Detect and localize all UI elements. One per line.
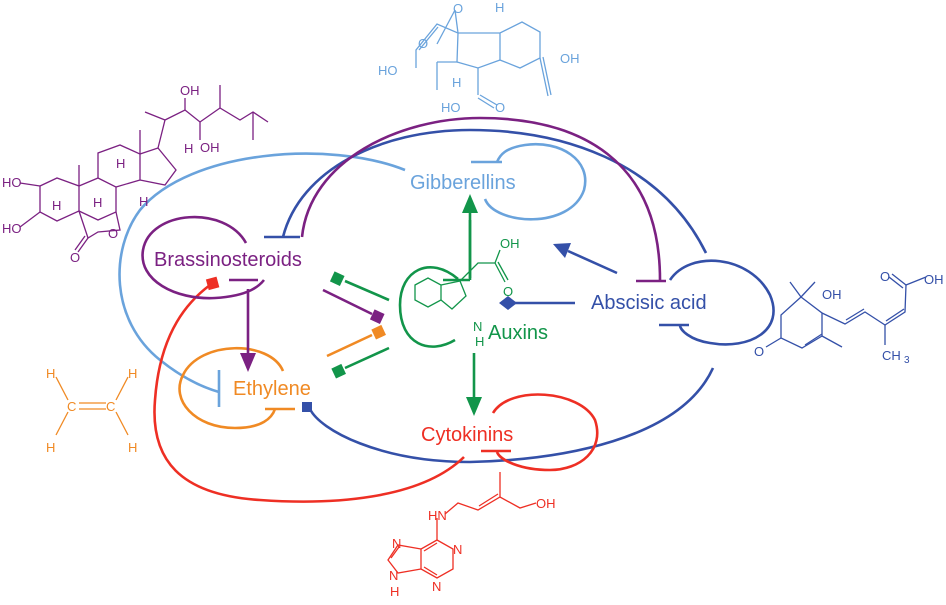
auxin-atom: H: [475, 334, 484, 349]
ethylene-atom: C: [106, 399, 115, 414]
ethylene-atom: H: [128, 366, 137, 381]
node-auxins: Auxins: [488, 322, 548, 344]
cytokinin-atom: H: [390, 584, 399, 599]
gibberellin-atom: HO: [441, 100, 461, 115]
brassinosteroid-atom: H: [52, 198, 61, 213]
ethylene-atom: H: [46, 440, 55, 455]
node-cytokinins: Cytokinins: [421, 424, 513, 446]
edge-ethylene-modulates-auxins: [326, 333, 373, 358]
gibberellin-atom: H: [452, 75, 461, 90]
edge-auxins-modulates-brassinosteroids: [344, 279, 390, 302]
edge-abscisic-inhibits-brassinosteroids: [281, 128, 708, 254]
arrowhead: [462, 194, 478, 213]
cytokinin-atom: N: [432, 579, 441, 594]
modulate-square: [329, 271, 345, 286]
arrowhead: [240, 353, 256, 372]
modulate-square: [369, 309, 385, 324]
abscisic-acid-atom: CH: [882, 348, 901, 363]
arrowhead: [553, 243, 571, 258]
cytokinin-structure: [387, 472, 537, 579]
abscisic-acid-atom: OH: [924, 272, 944, 287]
edge-gibberellins-inhibits-ethylene: [118, 152, 406, 394]
abscisic-acid-atom: O: [754, 344, 764, 359]
abscisic-acid-atom: OH: [822, 287, 842, 302]
node-abscisic-acid: Abscisic acid: [591, 292, 707, 314]
gibberellin-atom: O: [453, 1, 463, 16]
loop-ethylene: [178, 346, 285, 430]
modulate-diamond: [499, 296, 517, 310]
edge-brassinosteroids-modulates-auxins: [322, 288, 373, 316]
gibberellin-atom: H: [495, 0, 504, 15]
edge-abscisic-promotes-auxins: [567, 249, 618, 275]
edge-brassinosteroids-inhibits-abscisic: [300, 116, 662, 281]
edge-cytokinins-modulates-brassinosteroids: [153, 283, 465, 503]
auxin-atom: N: [473, 319, 482, 334]
loop-abscisic-acid: [668, 259, 775, 346]
cytokinin-atom: N: [453, 542, 462, 557]
cytokinin-atom: HN: [428, 508, 447, 523]
abscisic-acid-atom: O: [880, 269, 890, 284]
cytokinin-atom: N: [389, 568, 398, 583]
brassinosteroid-structure: [19, 85, 269, 253]
loop-auxins: [398, 266, 459, 348]
edge-auxins-modulates-ethylene: [344, 346, 390, 370]
brassinosteroid-atom: HO: [2, 175, 22, 190]
ethylene-atom: H: [46, 366, 55, 381]
ethylene-atom: C: [67, 399, 76, 414]
brassinosteroid-atom: H: [139, 194, 148, 209]
edge-abscisic-modulates-ethylene: [308, 367, 715, 464]
brassinosteroid-atom: OH: [180, 83, 200, 98]
brassinosteroid-atom: O: [70, 250, 80, 265]
loop-gibberellins: [483, 142, 587, 221]
gibberellin-atom: O: [495, 100, 505, 115]
loop-brassinosteroids: [141, 215, 266, 300]
brassinosteroid-atom: H: [184, 141, 193, 156]
auxin-structure: [414, 249, 509, 310]
brassinosteroid-atom: H: [116, 156, 125, 171]
abscisic-acid-structure: [765, 273, 927, 349]
auxin-atom: O: [503, 284, 513, 299]
ethylene-structure: [55, 376, 129, 436]
gibberellin-atom: OH: [560, 51, 580, 66]
gibberellin-structure: [415, 9, 552, 109]
brassinosteroid-atom: HO: [2, 221, 22, 236]
cytokinin-atom: OH: [536, 496, 556, 511]
cytokinin-atom: N: [392, 536, 401, 551]
modulate-square: [331, 363, 346, 379]
modulate-square: [302, 402, 312, 412]
node-gibberellins: Gibberellins: [410, 172, 516, 194]
brassinosteroid-atom: OH: [200, 140, 220, 155]
node-ethylene: Ethylene: [233, 378, 311, 400]
gibberellin-atom: HO: [378, 63, 398, 78]
loop-cytokinins: [491, 393, 599, 472]
auxin-atom: OH: [500, 236, 520, 251]
modulate-square: [371, 324, 386, 340]
gibberellin-atom: O: [418, 36, 428, 51]
brassinosteroid-atom: O: [108, 226, 118, 241]
modulate-square: [205, 276, 220, 291]
node-brassinosteroids: Brassinosteroids: [154, 249, 302, 271]
brassinosteroid-atom: H: [93, 195, 102, 210]
arrowhead: [466, 397, 482, 416]
ethylene-atom: H: [128, 440, 137, 455]
abscisic-acid-atom: 3: [904, 355, 910, 366]
